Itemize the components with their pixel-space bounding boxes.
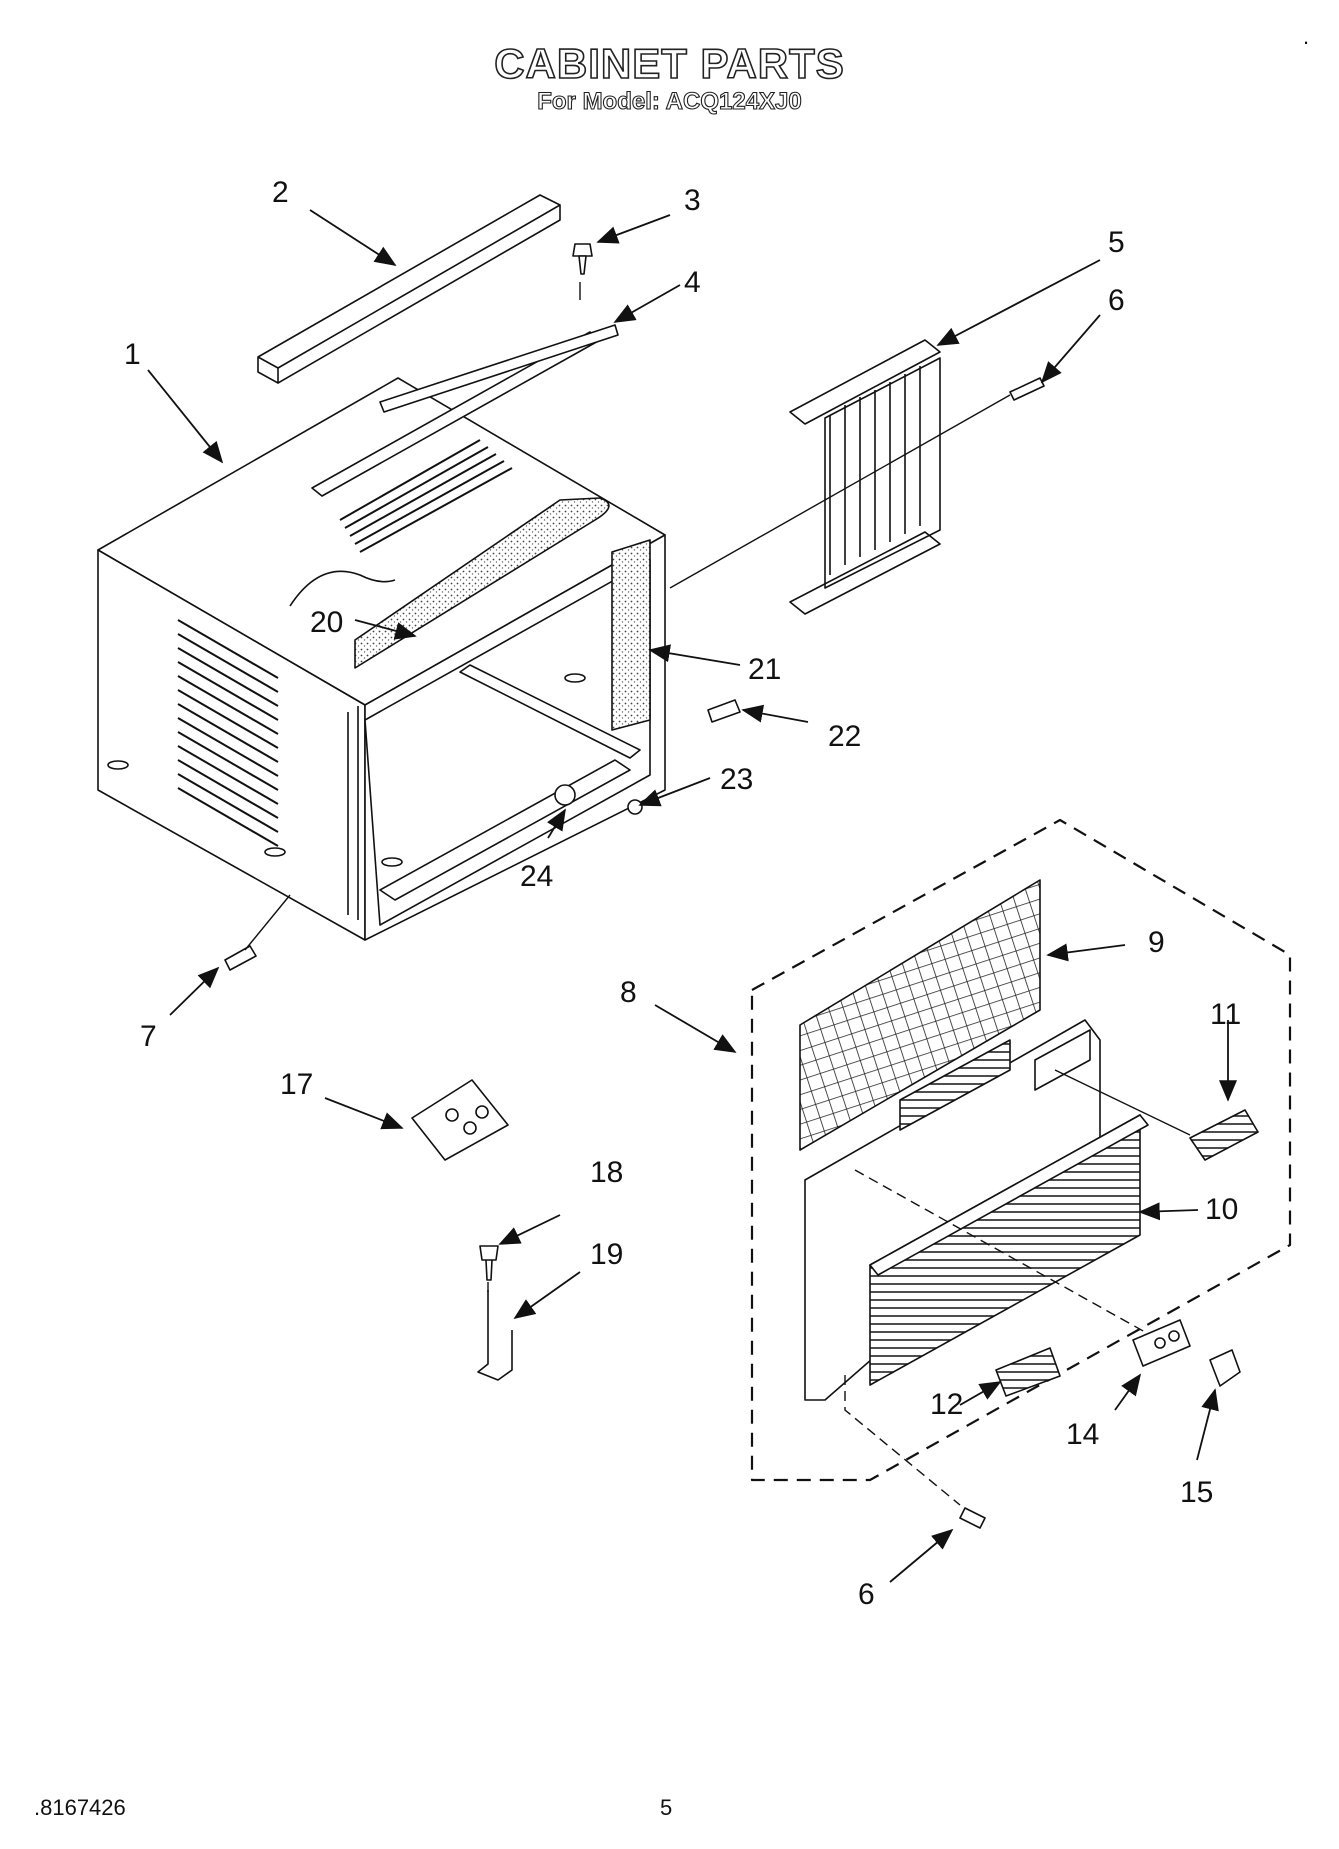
callout-5: 5 [1108,226,1125,259]
screw-7 [224,945,257,971]
callout-3: 3 [684,184,701,217]
callout-22: 22 [828,720,862,753]
callout-15: 15 [1180,1476,1214,1509]
callout-7: 7 [140,1020,157,1053]
front-assembly-boundary [750,818,1292,1482]
side-foam-seal [611,539,651,731]
leader-lines [147,209,1237,1583]
screw-18 [479,1245,499,1281]
screw-6-bottom [959,1507,986,1529]
knob-15 [1209,1349,1241,1387]
callout-1: 1 [124,338,141,371]
page-title: CABINET PARTS [493,39,845,88]
callout-18: 18 [590,1156,624,1189]
callout-21: 21 [748,653,782,686]
cabinet-wrapper [97,331,666,941]
callout-2: 2 [272,176,289,209]
washer-23 [627,799,643,815]
vent-11 [1189,1109,1259,1161]
callout-20: 20 [310,606,344,639]
bracket-19 [477,1290,513,1381]
page-number: 5 [660,1795,673,1820]
callout-4: 4 [684,266,701,299]
callout-6-bottom: 6 [858,1578,875,1611]
callout-17: 17 [280,1068,314,1101]
seal-strip [379,324,619,413]
callout-11: 11 [1210,998,1242,1031]
screw-22 [707,699,741,723]
top-foam-seal [354,497,610,669]
vent-12 [995,1347,1061,1397]
air-filter [799,879,1041,1151]
screw-3 [572,243,593,275]
callout-8: 8 [620,976,637,1009]
screw-6-top [1009,377,1045,401]
callout-24: 24 [520,860,554,893]
model-subtitle: For Model: ACQ124XJ0 [537,87,803,115]
document-code: .8167426 [34,1795,126,1820]
callout-23: 23 [720,763,754,796]
top-rail [257,194,561,384]
callout-6-top: 6 [1108,284,1125,317]
callout-19: 19 [590,1238,624,1271]
hardware-kit-17 [411,1079,509,1161]
callout-14: 14 [1066,1418,1100,1451]
control-plate-14 [1132,1319,1191,1367]
grommet-24 [554,784,576,806]
callout-9: 9 [1148,926,1165,959]
corner-mark: . [1303,24,1310,49]
callout-12: 12 [930,1388,964,1421]
side-curtain [789,339,941,615]
callout-10: 10 [1205,1193,1239,1226]
